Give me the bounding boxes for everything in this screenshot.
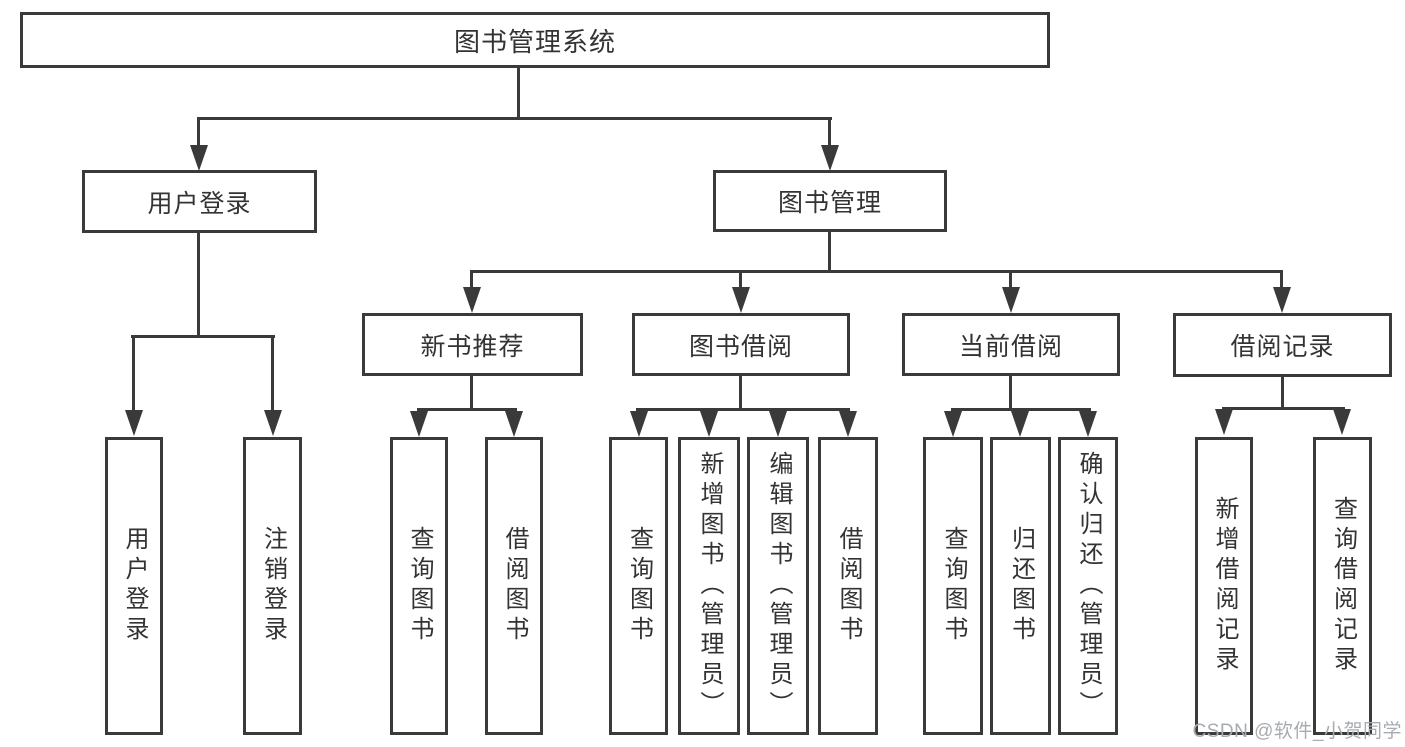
leaf-current-confirm-return-admin: 确认归还（管理员） [1058, 437, 1118, 735]
connector-line [1009, 270, 1012, 290]
leaf-borrow-borrow-books-label: 借阅图书 [835, 526, 862, 646]
leaf-borrow-borrow-books: 借阅图书 [818, 437, 878, 735]
leaf-recommend-query-books-label: 查询图书 [406, 526, 433, 646]
connector-line [197, 117, 200, 148]
arrow-down-icon [410, 411, 428, 437]
node-book-borrow: 图书借阅 [632, 313, 850, 376]
connector-line [271, 335, 274, 412]
arrow-down-icon [700, 411, 718, 437]
arrow-down-icon [1215, 409, 1233, 435]
arrow-down-icon [732, 287, 750, 313]
leaf-current-query-books: 查询图书 [923, 437, 983, 735]
node-book-management: 图书管理 [713, 170, 947, 232]
connector-line [132, 335, 135, 412]
connector-line [517, 68, 520, 119]
connector-line [197, 117, 832, 120]
connector-line [470, 376, 473, 410]
connector-line [1281, 377, 1284, 409]
arrow-down-icon [1079, 411, 1097, 437]
node-root-label: 图书管理系统 [453, 26, 616, 57]
arrow-down-icon [630, 411, 648, 437]
connector-line [1280, 270, 1283, 290]
arrow-down-icon [769, 411, 787, 437]
connector-line [131, 335, 275, 338]
connector-line [1009, 376, 1012, 410]
arrow-down-icon [505, 411, 523, 437]
csdn-watermark: CSDN @软件_小贺同学 [1192, 721, 1402, 742]
node-book-borrow-label: 图书借阅 [688, 332, 793, 361]
connector-line [739, 376, 742, 410]
connector-line [470, 270, 473, 290]
leaf-user-login-label: 用户登录 [121, 526, 148, 646]
leaf-borrow-add-books-admin-label: 新增图书（管理员） [696, 451, 723, 721]
arrow-down-icon [1002, 287, 1020, 313]
leaf-current-query-books-label: 查询图书 [940, 526, 967, 646]
node-current-borrow: 当前借阅 [902, 313, 1120, 376]
arrow-down-icon [125, 410, 143, 436]
leaf-borrow-add-books-admin: 新增图书（管理员） [678, 437, 740, 735]
connector-line [470, 270, 1283, 273]
connector-line [636, 408, 850, 411]
arrow-down-icon [1273, 287, 1291, 313]
arrow-down-icon [190, 145, 208, 171]
leaf-borrow-query-books-label: 查询图书 [625, 526, 653, 646]
connector-line [1222, 407, 1345, 410]
arrow-down-icon [944, 411, 962, 437]
leaf-current-return-books: 归还图书 [990, 437, 1051, 735]
node-book-management-label: 图书管理 [777, 189, 882, 217]
leaf-current-confirm-return-admin-label: 确认归还（管理员） [1075, 451, 1102, 721]
arrow-down-icon [821, 145, 839, 171]
arrow-down-icon [1333, 409, 1351, 435]
leaf-borrow-edit-books-admin-label: 编辑图书（管理员） [765, 451, 792, 721]
leaf-logout-label: 注销登录 [259, 526, 287, 646]
connector-line [417, 408, 517, 411]
arrow-down-icon [463, 287, 481, 313]
connector-line [828, 117, 831, 148]
leaf-recommend-query-books: 查询图书 [390, 437, 448, 735]
arrow-down-icon [1011, 411, 1029, 437]
node-new-book-recommend: 新书推荐 [362, 313, 583, 376]
leaf-recommend-borrow-books: 借阅图书 [485, 437, 543, 735]
leaf-recommend-borrow-books-label: 借阅图书 [501, 526, 528, 646]
connector-line [197, 233, 200, 337]
node-user-login: 用户登录 [82, 170, 317, 233]
node-new-book-recommend-label: 新书推荐 [420, 332, 525, 361]
leaf-logout: 注销登录 [243, 437, 302, 735]
leaf-user-login: 用户登录 [105, 437, 163, 735]
connector-line [828, 232, 831, 273]
node-current-borrow-label: 当前借阅 [958, 332, 1063, 361]
arrow-down-icon [264, 410, 282, 436]
leaf-records-add-record-label: 新增借阅记录 [1211, 496, 1238, 676]
node-root-system: 图书管理系统 [20, 12, 1050, 68]
leaf-records-query-record-label: 查询借阅记录 [1329, 496, 1357, 676]
arrow-down-icon [839, 411, 857, 437]
node-borrow-records: 借阅记录 [1173, 313, 1392, 377]
node-borrow-records-label: 借阅记录 [1230, 333, 1335, 361]
leaf-current-return-books-label: 归还图书 [1007, 526, 1035, 646]
node-user-login-label: 用户登录 [147, 189, 252, 218]
leaf-records-add-record: 新增借阅记录 [1195, 437, 1253, 735]
leaf-borrow-edit-books-admin: 编辑图书（管理员） [747, 437, 809, 735]
leaf-borrow-query-books: 查询图书 [609, 437, 668, 735]
leaf-records-query-record: 查询借阅记录 [1313, 437, 1372, 735]
connector-line [739, 270, 742, 290]
